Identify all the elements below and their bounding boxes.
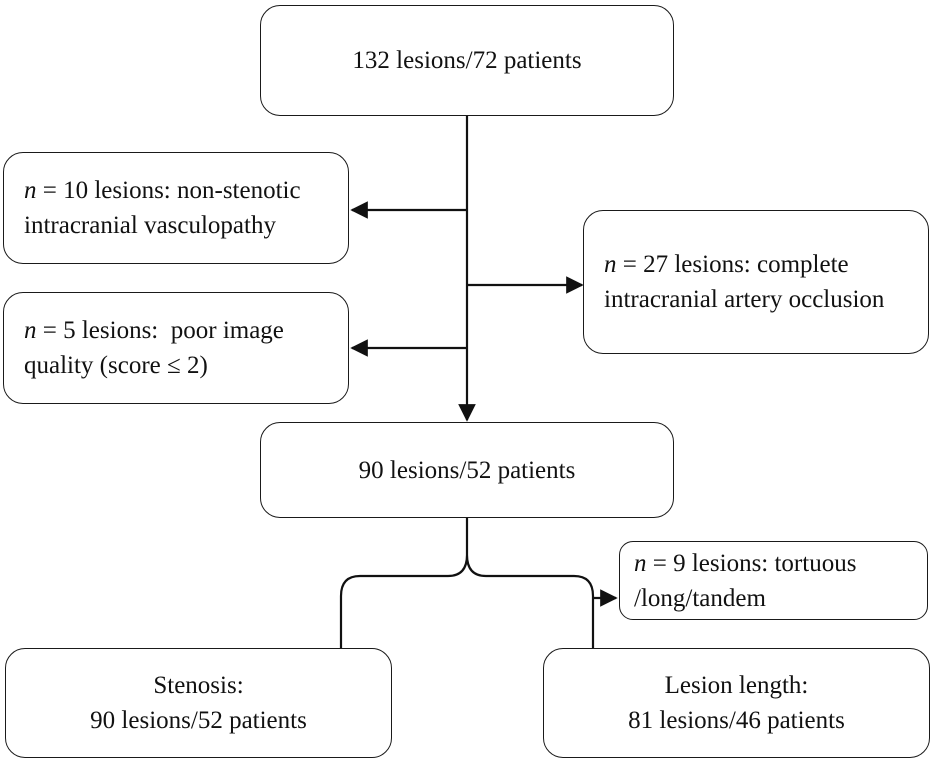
n-symbol: n bbox=[24, 317, 37, 344]
box-exclusion-tortuous: n = 9 lesions: tortuous /long/tandem bbox=[619, 541, 928, 620]
nonstenotic-line1: = 10 lesions: non-stenotic bbox=[36, 177, 301, 204]
tortuous-line1: = 9 lesions: tortuous bbox=[646, 549, 857, 577]
stenosis-count: 90 lesions/52 patients bbox=[90, 707, 307, 734]
total-lesions-text: 132 lesions/72 patients bbox=[352, 47, 582, 74]
box-total-lesions: 132 lesions/72 patients bbox=[260, 5, 674, 116]
box-included-lesions: 90 lesions/52 patients bbox=[260, 422, 674, 518]
occlusion-line2: intracranial artery occlusion bbox=[604, 286, 885, 313]
n-symbol: n bbox=[604, 251, 617, 278]
n-symbol: n bbox=[634, 549, 647, 577]
stenosis-title: Stenosis: bbox=[153, 672, 244, 699]
occlusion-line1: = 27 lesions: complete bbox=[616, 251, 849, 278]
nonstenotic-line2: intracranial vasculopathy bbox=[24, 212, 276, 239]
split-brace bbox=[339, 518, 595, 648]
lesion-length-count: 81 lesions/46 patients bbox=[628, 707, 845, 734]
box-stenosis: Stenosis: 90 lesions/52 patients bbox=[5, 648, 392, 758]
box-lesion-length: Lesion length: 81 lesions/46 patients bbox=[543, 648, 930, 758]
box-exclusion-poor-quality: n = 5 lesions: poor image quality (score… bbox=[3, 292, 349, 404]
n-symbol: n bbox=[24, 177, 37, 204]
included-lesions-text: 90 lesions/52 patients bbox=[358, 456, 576, 484]
lesion-length-title: Lesion length: bbox=[664, 672, 809, 699]
poor-quality-line2: quality (score ≤ 2) bbox=[24, 352, 208, 379]
box-exclusion-occlusion: n = 27 lesions: complete intracranial ar… bbox=[583, 210, 929, 354]
tortuous-line2: /long/tandem bbox=[634, 584, 766, 612]
poor-quality-line1: = 5 lesions: poor image bbox=[36, 317, 284, 344]
box-exclusion-nonstenotic: n = 10 lesions: non-stenotic intracrania… bbox=[3, 152, 349, 264]
